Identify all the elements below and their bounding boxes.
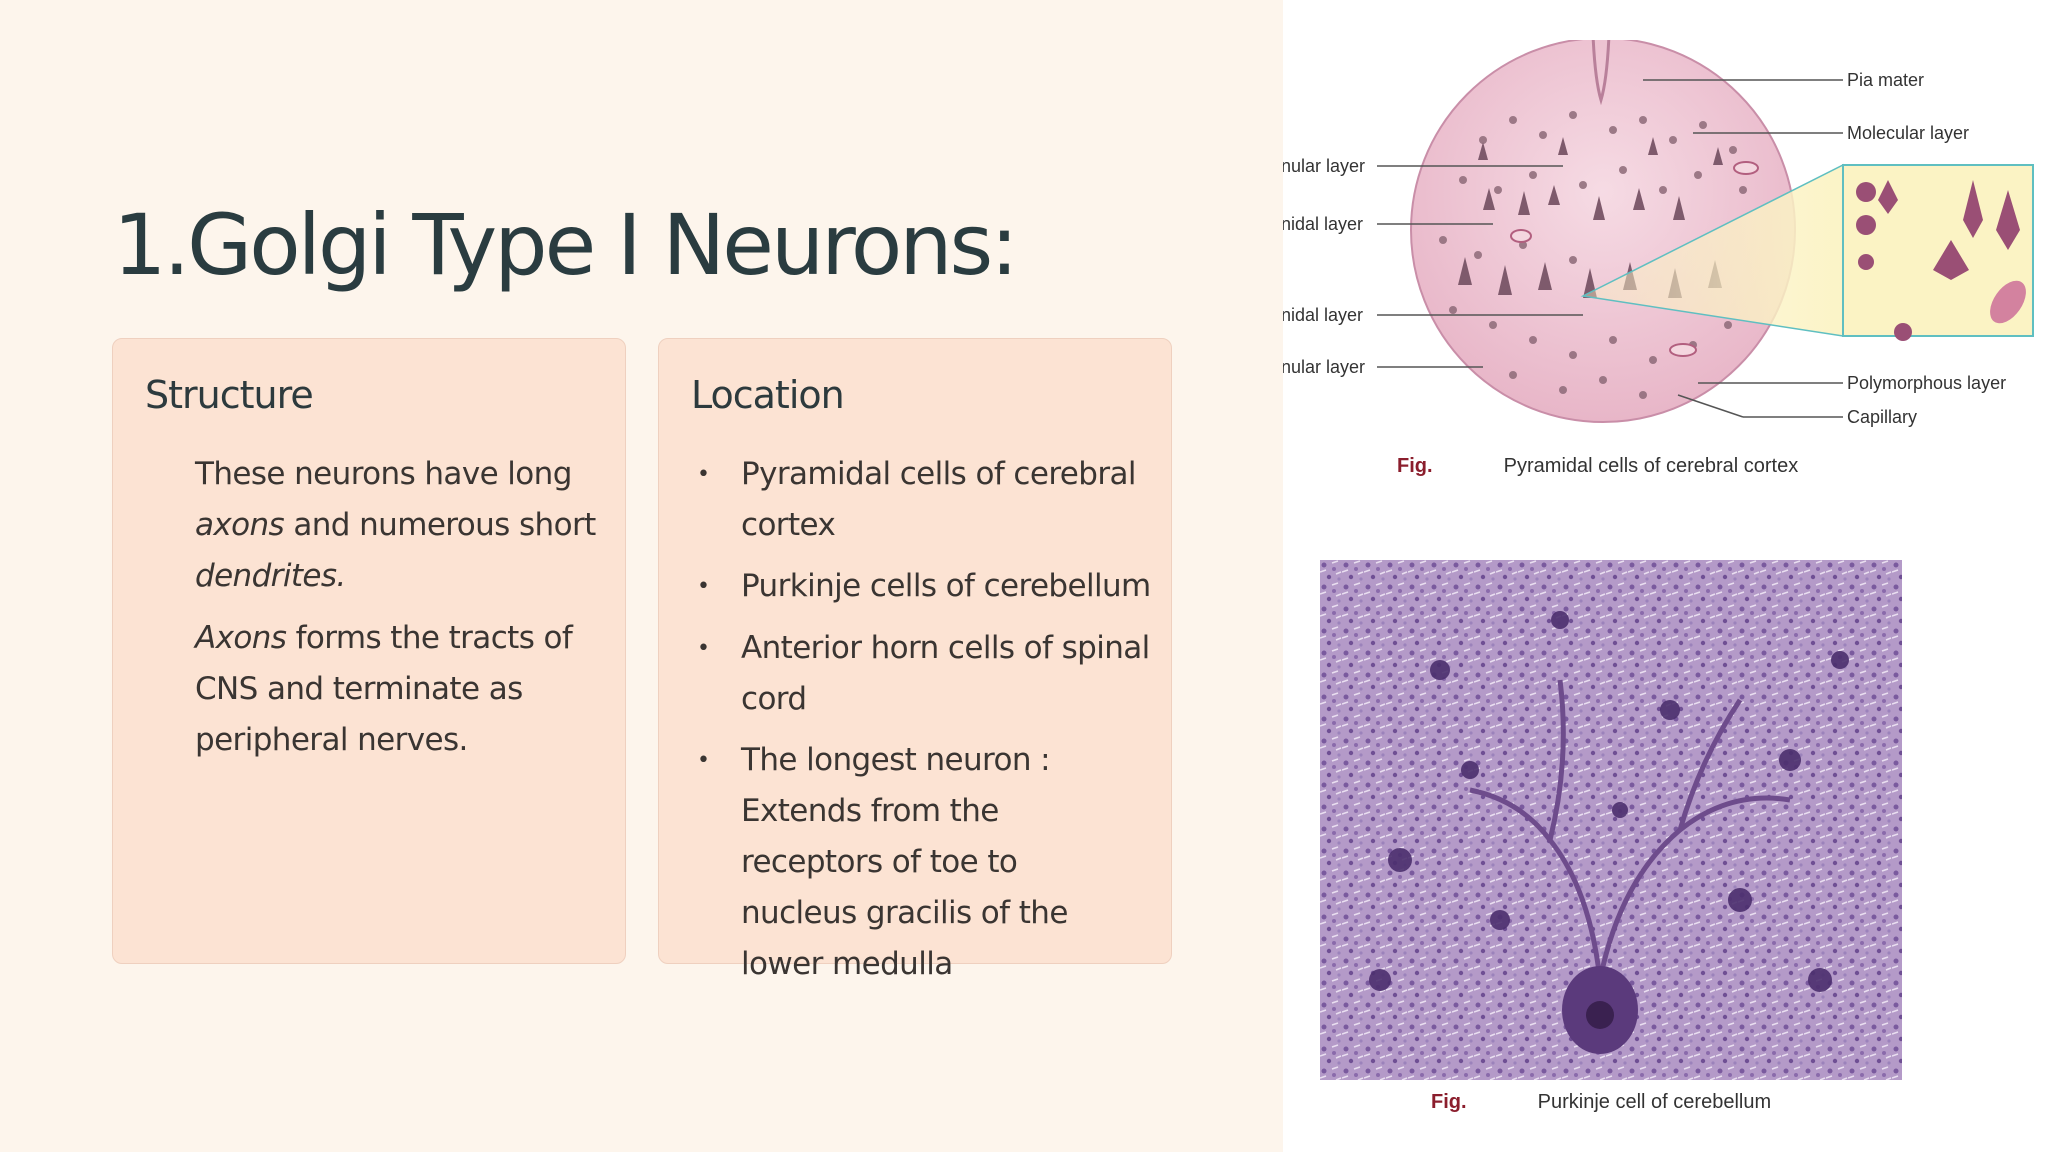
bullet-icon: • xyxy=(697,748,710,773)
nuclei xyxy=(1369,611,1849,992)
label-pia-mater: Pia mater xyxy=(1847,70,1924,90)
location-card: Location • Pyramidal cells of cerebral co… xyxy=(658,338,1172,982)
list-item: • Pyramidal cells of cerebral cortex xyxy=(697,449,1181,551)
label-capillary: Capillary xyxy=(1847,407,1917,427)
top-figure-caption: Fig. Pyramidal cells of cerebral cortex xyxy=(1397,455,1798,478)
label-left-2: nidal layer xyxy=(1283,214,1363,234)
slide-title: 1.Golgi Type I Neurons: xyxy=(113,196,1019,294)
label-left-3: nidal layer xyxy=(1283,305,1363,325)
label-polymorphous-layer: Polymorphous layer xyxy=(1847,373,2006,393)
structure-heading: Structure xyxy=(145,373,314,417)
bottom-figure-caption: Fig. Purkinje cell of cerebellum xyxy=(1431,1091,1771,1114)
fig-label: Fig. xyxy=(1431,1091,1467,1113)
structure-paragraph-2: Axons forms the tracts of CNS and termin… xyxy=(195,613,615,766)
list-item-text: The longest neuron : Extends from the re… xyxy=(741,742,1068,982)
italic-term: axons xyxy=(195,507,285,543)
bullet-icon: • xyxy=(697,574,710,599)
structure-card: Structure These neurons have long axons … xyxy=(112,338,626,964)
location-heading: Location xyxy=(691,373,845,417)
pyramidal-cells-diagram: Pia mater Molecular layer Polymorphous l… xyxy=(1283,40,2034,427)
dendrites xyxy=(1469,679,1791,981)
list-item: • The longest neuron : Extends from the r… xyxy=(697,735,1071,990)
cell-dots xyxy=(1439,40,1759,399)
list-item-text: Pyramidal cells of cerebral cortex xyxy=(741,456,1137,543)
bullet-icon: • xyxy=(697,636,710,661)
para-text: and numerous short xyxy=(284,507,596,543)
fig-label: Fig. xyxy=(1397,455,1433,477)
slide-content-pane: 1.Golgi Type I Neurons: Structure These … xyxy=(112,196,1172,982)
bullet-icon: • xyxy=(697,462,710,487)
purkinje-micrograph xyxy=(1320,560,1902,1080)
para-text: These neurons have long xyxy=(195,456,572,492)
para-text: forms the tracts of CNS and terminate as… xyxy=(195,620,573,758)
label-left-1: nular layer xyxy=(1283,156,1365,176)
list-item: • Purkinje cells of cerebellum xyxy=(697,561,1201,612)
list-item: • Anterior horn cells of spinal cord xyxy=(697,623,1181,725)
purkinje-nucleus xyxy=(1586,1001,1614,1029)
structure-paragraph-1: These neurons have long axons and numero… xyxy=(195,449,615,602)
label-left-4: nular layer xyxy=(1283,357,1365,377)
list-item-text: Purkinje cells of cerebellum xyxy=(741,568,1151,604)
list-item-text: Anterior horn cells of spinal cord xyxy=(741,630,1150,717)
magnified-cells xyxy=(1856,180,2026,341)
italic-term: Axons xyxy=(195,620,287,656)
label-molecular-layer: Molecular layer xyxy=(1847,123,1969,143)
caption-text: Pyramidal cells of cerebral cortex xyxy=(1503,455,1799,477)
italic-term: dendrites. xyxy=(195,558,346,594)
caption-text: Purkinje cell of cerebellum xyxy=(1537,1091,1772,1113)
figures-pane: Pia mater Molecular layer Polymorphous l… xyxy=(1283,0,2048,1152)
